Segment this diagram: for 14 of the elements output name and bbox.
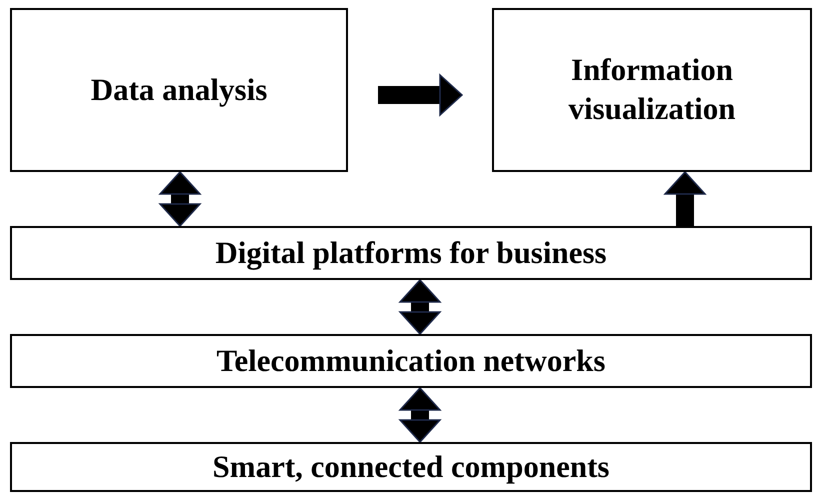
block-arrow [159, 171, 201, 227]
layer-box [10, 8, 348, 172]
block-arrow [399, 387, 441, 443]
layer-box [10, 334, 812, 388]
box-label: Telecommunication networks [216, 342, 606, 380]
box-label: Data analysis [90, 70, 268, 109]
layer-box [10, 442, 812, 492]
block-arrow [664, 171, 706, 226]
block-arrow [378, 74, 463, 116]
layer-box [492, 8, 812, 172]
box-label: Information visualization [567, 51, 737, 128]
layer-box [10, 226, 812, 280]
box-label: Smart, connected components [212, 448, 610, 486]
box-label: Digital platforms for business [214, 234, 608, 272]
